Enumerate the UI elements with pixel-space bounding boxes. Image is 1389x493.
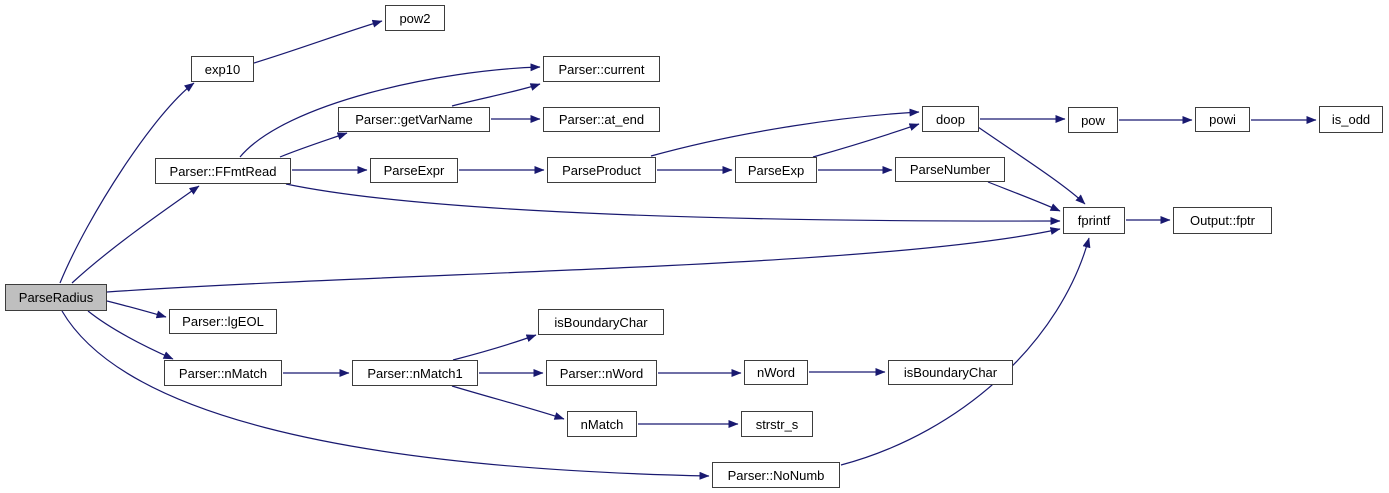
node-parse-product[interactable]: ParseProduct <box>547 157 656 183</box>
node-parse-number[interactable]: ParseNumber <box>895 157 1005 182</box>
edge-parse-radius-to-nonumb <box>61 310 710 480</box>
node-isboundarychar-2[interactable]: isBoundaryChar <box>888 360 1013 385</box>
edge-parse-radius-to-lgeol <box>106 300 167 319</box>
edge-getvarname-to-current <box>451 83 541 107</box>
node-nmatch-method[interactable]: Parser::nMatch <box>164 360 282 386</box>
node-doop[interactable]: doop <box>922 106 979 132</box>
node-nword[interactable]: nWord <box>744 360 808 385</box>
node-parse-expr[interactable]: ParseExpr <box>370 158 458 183</box>
node-powi[interactable]: powi <box>1195 107 1250 132</box>
node-output-fptr[interactable]: Output::fptr <box>1173 207 1272 234</box>
edge-parse-radius-to-nmatch-method <box>87 310 174 360</box>
node-strstr-s[interactable]: strstr_s <box>741 411 813 437</box>
node-nonumb[interactable]: Parser::NoNumb <box>712 462 840 488</box>
node-isboundarychar-1[interactable]: isBoundaryChar <box>538 309 664 335</box>
edge-ffmtread-to-fprintf <box>285 183 1061 226</box>
node-parse-radius: ParseRadius <box>5 284 107 311</box>
edge-group <box>59 19 1317 480</box>
node-exp10[interactable]: exp10 <box>191 56 254 82</box>
node-lgeol[interactable]: Parser::lgEOL <box>169 309 277 334</box>
node-pow2[interactable]: pow2 <box>385 5 445 31</box>
node-fprintf[interactable]: fprintf <box>1063 207 1125 234</box>
edge-parse-product-to-doop <box>650 108 920 157</box>
edge-parse-exp-to-doop <box>812 123 920 158</box>
edge-doop-to-fprintf <box>977 126 1086 205</box>
edge-parse-radius-to-exp10 <box>59 82 195 284</box>
edge-nonumb-to-fprintf <box>840 237 1091 466</box>
node-at-end[interactable]: Parser::at_end <box>543 107 660 132</box>
edge-nmatch1-to-isboundarychar-1 <box>452 334 537 361</box>
node-nmatch1[interactable]: Parser::nMatch1 <box>352 360 478 386</box>
node-parse-exp[interactable]: ParseExp <box>735 157 817 183</box>
node-getvarname[interactable]: Parser::getVarName <box>338 107 490 132</box>
edge-ffmtread-to-current <box>239 63 541 158</box>
edge-exp10-to-pow2 <box>253 19 383 64</box>
node-pow[interactable]: pow <box>1068 107 1118 133</box>
edge-nmatch1-to-nmatch-fn <box>451 385 565 420</box>
edge-parse-radius-to-ffmtread <box>71 185 200 284</box>
node-current[interactable]: Parser::current <box>543 56 660 82</box>
edge-parse-radius-to-fprintf <box>106 227 1061 293</box>
edge-parse-number-to-fprintf <box>987 181 1061 212</box>
node-parser-nword[interactable]: Parser::nWord <box>546 360 657 386</box>
node-is-odd[interactable]: is_odd <box>1319 106 1383 133</box>
edge-ffmtread-to-getvarname <box>279 132 348 158</box>
node-nmatch-fn[interactable]: nMatch <box>567 411 637 437</box>
node-ffmtread[interactable]: Parser::FFmtRead <box>155 158 291 184</box>
